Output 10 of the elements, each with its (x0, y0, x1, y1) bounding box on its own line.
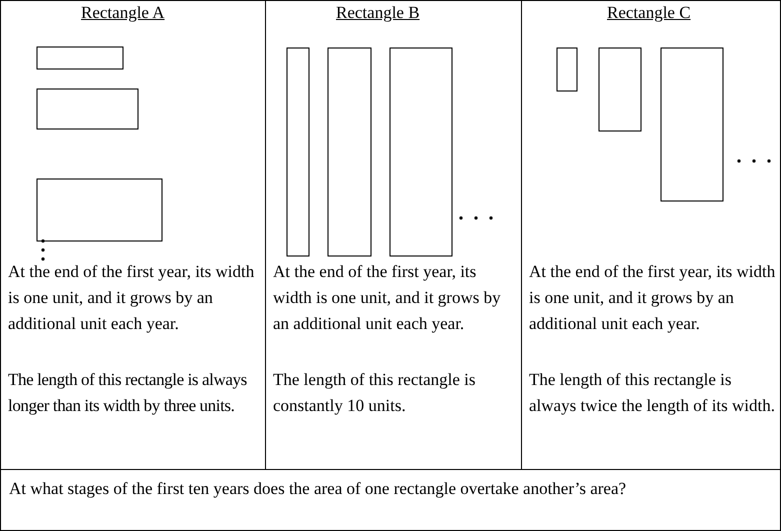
column-heading: Rectangle C (607, 2, 691, 24)
description-text: The length of this rectangle is always longer than its width by three units. (8, 369, 248, 417)
description-text: At the end of the first year, its width is one unit, and it grows by an additional unit each year. (8, 261, 256, 335)
description-text: The length of this rectangle is always twice the length of its width. (529, 369, 776, 417)
question-text: At what stages of the first ten years does the area of one rectangle overtake another’s area? (9, 479, 626, 499)
description-text: At the end of the first year, its width is one unit, and it grows by an additional unit each year. (529, 261, 776, 335)
column-heading: Rectangle B (336, 2, 420, 24)
description-text: The length of this rectangle is constantly 10 units. (273, 369, 477, 417)
column-heading: Rectangle A (81, 2, 165, 24)
description-text: At the end of the first year, its width is one unit, and it grows by an additional unit each year. (273, 261, 502, 335)
